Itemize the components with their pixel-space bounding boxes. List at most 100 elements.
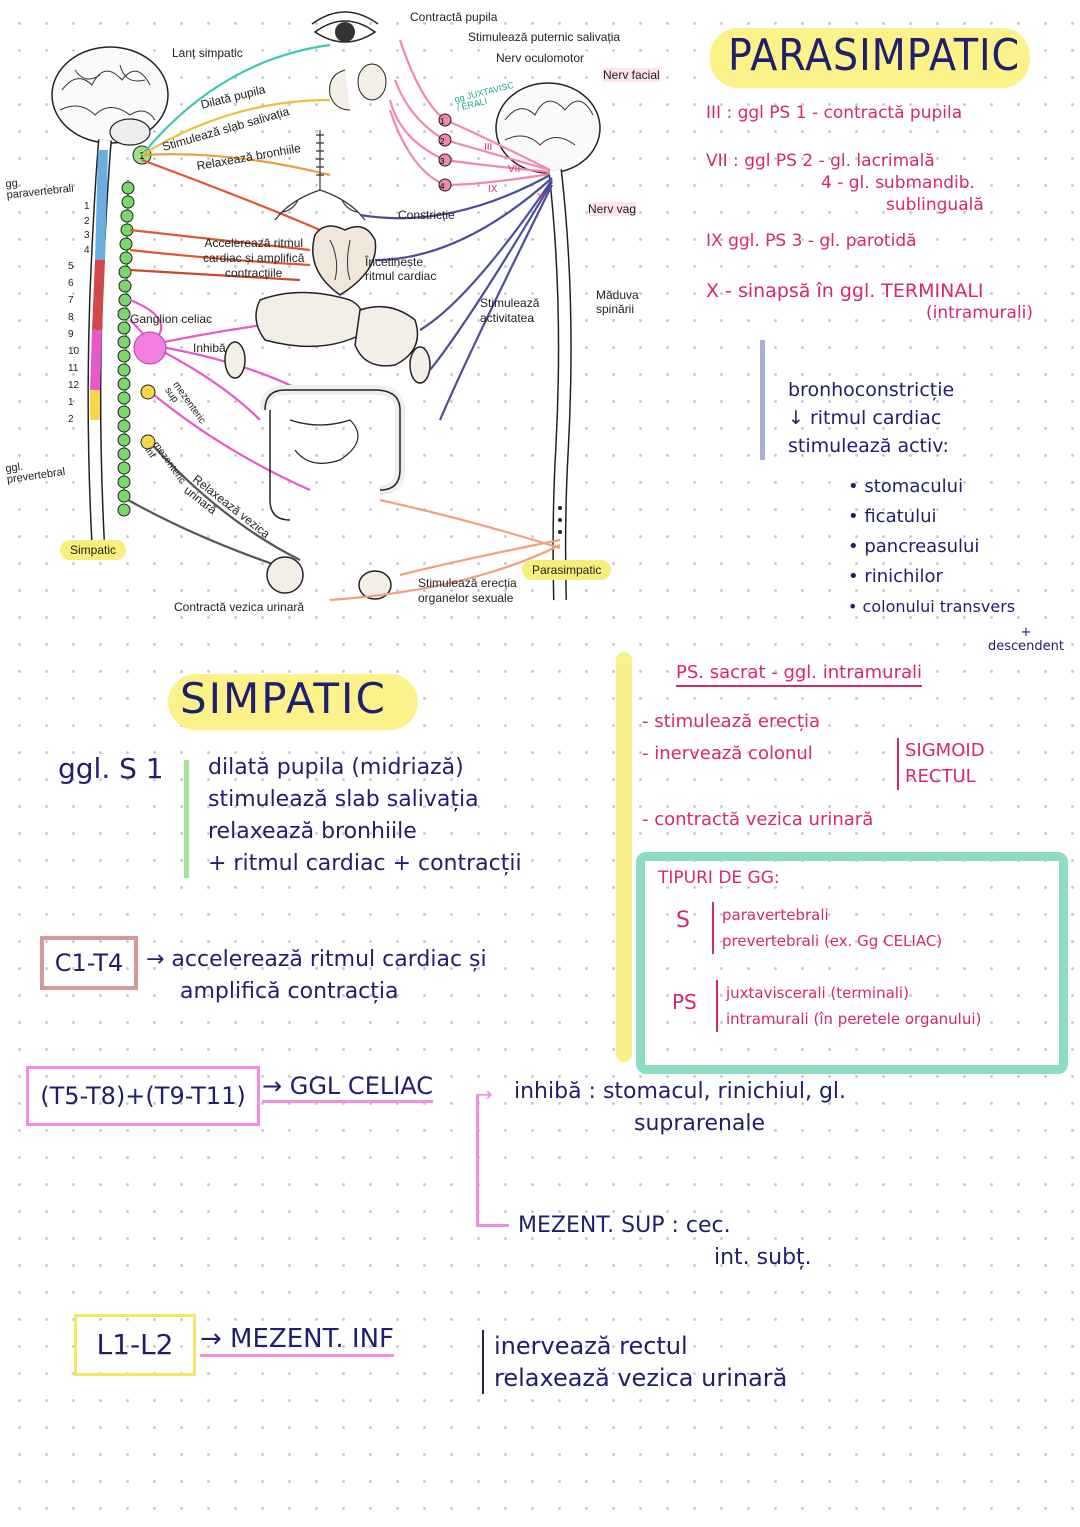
segment-number: 7 <box>68 295 74 306</box>
segment-number: 6 <box>68 278 74 289</box>
plus-descendent: + descendent <box>988 625 1064 654</box>
c1-t4-line: amplifică contracția <box>180 979 399 1004</box>
tip-item: prevertebrali (ex. Gg CELIAC) <box>722 932 943 950</box>
colon-part: RECTUL <box>905 766 976 787</box>
effect-ritm: ↓ ritmul cardiac <box>788 407 942 429</box>
salivary-glands-icon <box>329 63 387 111</box>
segment-number: 3 <box>84 230 90 241</box>
effect-bronhoconstrictie: bronhoconstricție <box>788 379 955 401</box>
sacrat-item: - inervează colonul <box>642 743 813 764</box>
ps-sacrat-list: - stimulează erecția - inervează colonul… <box>642 706 873 836</box>
parasympathetic-ganglia <box>438 113 452 192</box>
l1-l2-box: L1-L2 <box>74 1314 196 1376</box>
label-stimuleaza-puternic: Stimulează puternic salivația <box>468 30 621 44</box>
parasympathetic-fibers <box>329 39 561 602</box>
inhiba-line: suprarenale <box>634 1111 766 1136</box>
ggs1-item: + ritmul cardiac + contracții <box>208 851 522 876</box>
nerve-numeral-x: X <box>537 192 544 203</box>
label-nerv-oculomotor: Nerv oculomotor <box>490 50 591 66</box>
colon-part: SIGMOID <box>905 740 985 761</box>
arrow-icon: → <box>476 1082 493 1106</box>
organ-item: • rinichilor <box>848 566 943 587</box>
note-sublinguala: sublinguală <box>886 195 984 215</box>
label-accelereaza: Accelerează ritmul cardiac și amplifică … <box>203 236 305 280</box>
c1-t4-text: → accelerează ritmul cardiac și amplific… <box>146 944 487 1008</box>
label-nerv-vag: Nerv vag <box>588 202 637 216</box>
lungs-icon <box>274 130 366 221</box>
note-intramurali: (intramurali) <box>926 303 1034 323</box>
simpatic-title-highlight <box>168 674 418 730</box>
label-contracta-vezica: Contractă vezica urinară <box>174 600 305 614</box>
svg-text:1: 1 <box>139 151 145 162</box>
segment-number: 11 <box>68 363 79 374</box>
label-inhiba: Inhibă <box>193 341 226 355</box>
ggs1-label: ggl. S 1 <box>58 752 164 785</box>
segment-numbers-thoracic: 5 6 7 8 9 10 11 12 1 2 <box>68 258 79 428</box>
heart-icon <box>312 225 377 296</box>
mezent-inf-label: → MEZENT. INF <box>200 1324 394 1357</box>
tipuri-s-list: paravertebrali prevertebrali (ex. Gg CEL… <box>712 902 942 954</box>
ps-ganglion-number-3: 3 <box>440 157 445 166</box>
label-stimuleaza-erectia: Stimulează erecția organelor sexuale <box>418 576 517 605</box>
note-ix: IX ggl. PS 3 - gl. parotidă <box>706 231 917 251</box>
celiac-branch-line <box>476 1094 509 1227</box>
celiac-ganglion-icon <box>133 331 167 365</box>
tipuri-title: TIPURI DE GG: <box>658 868 780 888</box>
segment-number: 2 <box>68 414 74 425</box>
segment-number: 10 <box>68 346 80 357</box>
mezent-sup-line: MEZENT. SUP : cec. <box>518 1213 731 1238</box>
label-nerv-facial: Nerv facial <box>603 68 660 82</box>
inf-item: relaxează vezica urinară <box>494 1364 788 1392</box>
sympathetic-chain-ganglia <box>117 181 135 517</box>
tip-item: paravertebrali <box>722 906 829 924</box>
segment-number: 2 <box>84 215 90 227</box>
ps-ganglion-number-1: 1 <box>440 117 445 126</box>
c1-t4-line: → accelerează ritmul cardiac și <box>146 947 487 972</box>
ps-ganglion-number-4: 4 <box>440 182 445 191</box>
note-iii: III : ggl PS 1 - contractă pupila <box>706 103 963 123</box>
label-parasimpatic-pill: Parasimpatic <box>522 560 612 580</box>
right-brain-icon <box>495 82 601 174</box>
effect-stimuleaza: stimulează activ: <box>788 435 949 457</box>
organ-item: • pancreasului <box>848 536 980 557</box>
label-ganglion-celiac: Ganglion celiac <box>130 312 213 326</box>
tipuri-gg-box <box>636 852 1068 1074</box>
tipuri-s-label: S <box>676 908 690 933</box>
label-stimuleaza-activitatea: Stimulează activitatea <box>480 296 540 325</box>
nervous-system-diagram: 1 <box>0 0 690 620</box>
abdominal-organs-icon <box>224 291 431 600</box>
tipuri-ps-list: juxtaviscerali (terminali) intramurali (… <box>716 980 981 1032</box>
diagram-svg: 1 <box>51 11 601 602</box>
ggs1-list: dilată pupila (midriază) stimulează slab… <box>208 752 522 880</box>
parasimpatic-title: PARASIMPATIC <box>728 30 1021 81</box>
simpatic-title: SIMPATIC <box>180 674 387 723</box>
label-incetineste: Încetinește ritmul cardiac <box>365 255 437 283</box>
inf-list: inervează rectul relaxează vezica urinar… <box>482 1330 787 1394</box>
inf-item: inervează rectul <box>494 1332 688 1360</box>
segment-number: 4 <box>84 244 90 256</box>
yellow-margin-bar <box>616 652 632 1062</box>
ps-sacrat-title: PS. sacrat - ggl. intramurali <box>676 662 923 687</box>
left-brain-icon <box>51 46 169 146</box>
mezent-sup-line: int. subț. <box>714 1245 812 1270</box>
nerve-numeral-ix: IX <box>488 184 498 195</box>
tip-item: intramurali (în peretele organului) <box>726 1010 982 1028</box>
colon-parts: SIGMOID RECTUL <box>897 738 985 790</box>
inhiba-text: inhibă : stomacul, rinichiul, gl. suprar… <box>514 1076 846 1140</box>
note-submandib: 4 - gl. submandib. <box>821 173 975 193</box>
c1-t4-box: C1-T4 <box>40 936 138 990</box>
ggs1-bracket <box>184 760 201 878</box>
nerve-numeral-vii: VII <box>508 164 520 175</box>
tip-item: juxtaviscerali (terminali) <box>726 984 909 1002</box>
ggs1-item: relaxează bronhiile <box>208 819 417 844</box>
organ-list: • stomacului • ficatului • pancreasului … <box>848 472 1015 622</box>
segment-numbers: 1 2 3 4 <box>84 200 90 258</box>
segment-number: 1 <box>84 201 90 212</box>
label-contracta-pupila: Contractă pupila <box>410 10 498 24</box>
tipuri-ps-label: PS <box>672 990 697 1014</box>
organ-item: • colonului transvers <box>848 597 1016 616</box>
sacrat-item: - contractă vezica urinară <box>642 809 874 830</box>
organ-item: • ficatului <box>848 506 937 527</box>
parasimpatic-notes: III : ggl PS 1 - contractă pupila VII : … <box>706 102 1033 324</box>
label-maduva-spinarii: Măduva spinării <box>596 288 639 316</box>
